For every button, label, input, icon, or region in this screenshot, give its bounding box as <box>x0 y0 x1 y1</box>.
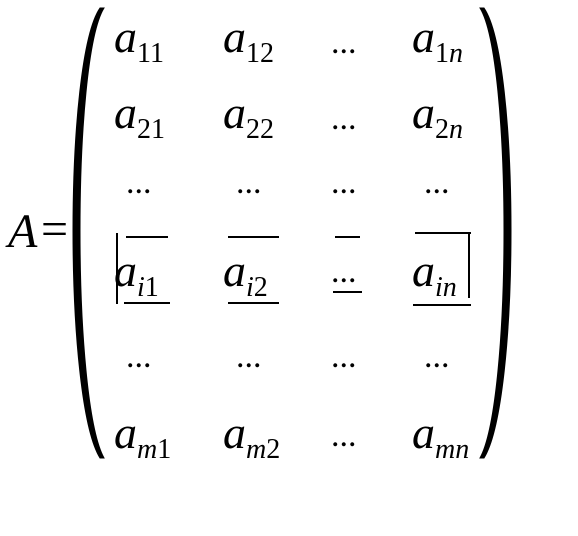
ellipsis-r3-c1: ... <box>126 164 152 201</box>
left-parenthesis <box>72 7 105 459</box>
element-base: a <box>223 407 246 458</box>
element-base: a <box>114 245 137 296</box>
matrix-element-r2-c2: a22 <box>223 87 274 144</box>
row-highlight <box>116 232 471 306</box>
element-subscript: i1 <box>137 272 159 303</box>
matrix-element-r4-c4: ain <box>412 245 457 302</box>
subscript-part: 2 <box>435 114 449 145</box>
subscript-part: 1 <box>144 272 159 303</box>
ellipsis-r2-c3: ... <box>331 100 357 137</box>
element-base: a <box>223 245 246 296</box>
subscript-part: 22 <box>246 114 274 145</box>
subscript-part: m <box>137 434 158 465</box>
matrix-element-r6-c2: am2 <box>223 407 280 464</box>
element-subscript: 12 <box>246 38 274 69</box>
matrix-element-r6-c1: am1 <box>114 407 171 464</box>
right-parenthesis <box>479 7 512 459</box>
element-subscript: 1n <box>435 38 463 69</box>
subscript-part: 12 <box>246 38 274 69</box>
subscript-part: 2 <box>253 272 268 303</box>
matrix-element-r4-c2: ai2 <box>223 245 268 302</box>
subscript-part: mn <box>435 434 470 465</box>
element-base: a <box>412 245 435 296</box>
matrix-symbol: A <box>8 205 38 258</box>
matrix-element-r1-c2: a12 <box>223 11 274 68</box>
subscript-part: 11 <box>137 38 164 69</box>
element-subscript: in <box>435 272 457 303</box>
ellipsis-r4-c3: ... <box>331 253 357 290</box>
matrix-element-r1-c4: a1n <box>412 11 463 68</box>
ellipsis-r6-c3: ... <box>331 417 357 454</box>
matrix-element-r1-c1: a11 <box>114 11 164 68</box>
subscript-part: m <box>246 434 267 465</box>
element-base: a <box>223 11 246 62</box>
subscript-part: i <box>246 272 254 303</box>
element-subscript: mn <box>435 434 469 465</box>
element-base: a <box>114 11 137 62</box>
equals-sign: = <box>41 203 69 256</box>
ellipsis-r3-c3: ... <box>331 164 357 201</box>
element-base: a <box>412 407 435 458</box>
subscript-part: 1 <box>157 434 172 465</box>
subscript-part: n <box>449 38 463 69</box>
subscript-part: i <box>137 272 145 303</box>
subscript-part: 1 <box>435 38 449 69</box>
matrix-element-r2-c1: a21 <box>114 87 165 144</box>
matrix-element-r2-c4: a2n <box>412 87 463 144</box>
element-subscript: 11 <box>137 38 164 69</box>
matrix-element-r6-c4: amn <box>412 407 469 464</box>
matrix-element-r4-c1: ai1 <box>114 245 159 302</box>
ellipsis-r5-c3: ... <box>331 338 357 375</box>
subscript-part: 2 <box>266 434 281 465</box>
element-subscript: m2 <box>246 434 280 465</box>
ellipsis-r3-c2: ... <box>236 164 262 201</box>
element-base: a <box>412 11 435 62</box>
element-subscript: 2n <box>435 114 463 145</box>
element-base: a <box>223 87 246 138</box>
element-base: a <box>114 407 137 458</box>
subscript-part: in <box>435 272 457 303</box>
element-subscript: 22 <box>246 114 274 145</box>
element-subscript: i2 <box>246 272 268 303</box>
ellipsis-r5-c1: ... <box>126 338 152 375</box>
ellipsis-r5-c4: ... <box>424 338 450 375</box>
element-subscript: m1 <box>137 434 171 465</box>
ellipsis-r1-c3: ... <box>331 24 357 61</box>
subscript-part: 21 <box>137 114 165 145</box>
element-subscript: 21 <box>137 114 165 145</box>
ellipsis-r5-c2: ... <box>236 338 262 375</box>
element-base: a <box>412 87 435 138</box>
subscript-part: n <box>449 114 463 145</box>
ellipsis-r3-c4: ... <box>424 164 450 201</box>
element-base: a <box>114 87 137 138</box>
